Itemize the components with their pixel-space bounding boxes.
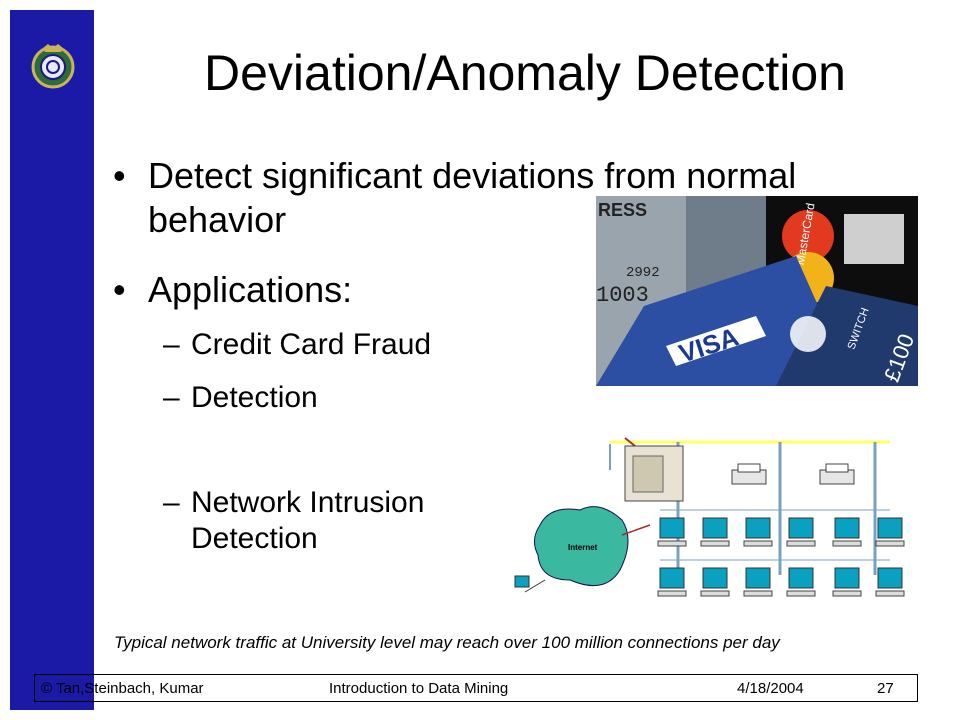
card-text: 2992 [626, 265, 660, 281]
sub-bullet-marker: – [163, 381, 180, 414]
footer-page-number: 27 [877, 680, 894, 697]
internet-label: Internet [568, 543, 598, 552]
university-crest-icon [31, 44, 75, 89]
credit-cards-image: RESS 2992 1003 MasterCard VISA SWITCH £1… [596, 196, 918, 386]
network-diagram-image: Internet [514, 437, 905, 597]
sub-bullet-text: Network Intrusion Detection [191, 486, 425, 555]
printer-icon [731, 463, 767, 485]
bullet-marker: • [113, 269, 126, 310]
slide-sidebar [10, 10, 94, 710]
sub-bullet-item: – Detection [163, 380, 493, 416]
sub-bullet-marker: – [163, 486, 180, 519]
bullet-text: Detect significant deviations from norma… [148, 155, 797, 240]
bullet-item: • Applications: [113, 268, 923, 312]
workstation-grid [657, 517, 905, 597]
slide-caption: Typical network traffic at University le… [114, 633, 780, 652]
bullet-item: • Detect significant deviations from nor… [113, 154, 923, 242]
footer-course-title: Introduction to Data Mining [329, 680, 509, 697]
monitor-icon [514, 575, 530, 588]
footer-date: 4/18/2004 [737, 680, 804, 697]
footer-authors: © Tan,Steinbach, Kumar [41, 680, 204, 697]
card-text: RESS [598, 200, 647, 220]
printer-icon [819, 463, 855, 485]
sub-bullet-text: Detection [191, 381, 318, 414]
bullet-marker: • [113, 155, 126, 196]
internet-cloud-icon: Internet [534, 506, 629, 587]
sub-bullet-marker: – [163, 328, 180, 361]
slide-footer: © Tan,Steinbach, Kumar Introduction to D… [34, 674, 918, 702]
slide-title: Deviation/Anomaly Detection [204, 45, 846, 101]
bullet-text: Applications: [148, 269, 353, 310]
sub-bullet-item: – Credit Card Fraud [163, 327, 493, 363]
card-text: 1003 [596, 283, 649, 308]
server-icon [624, 445, 684, 502]
sub-bullet-item: – Network Intrusion Detection [163, 485, 493, 557]
sub-bullet-text: Credit Card Fraud [191, 328, 432, 361]
